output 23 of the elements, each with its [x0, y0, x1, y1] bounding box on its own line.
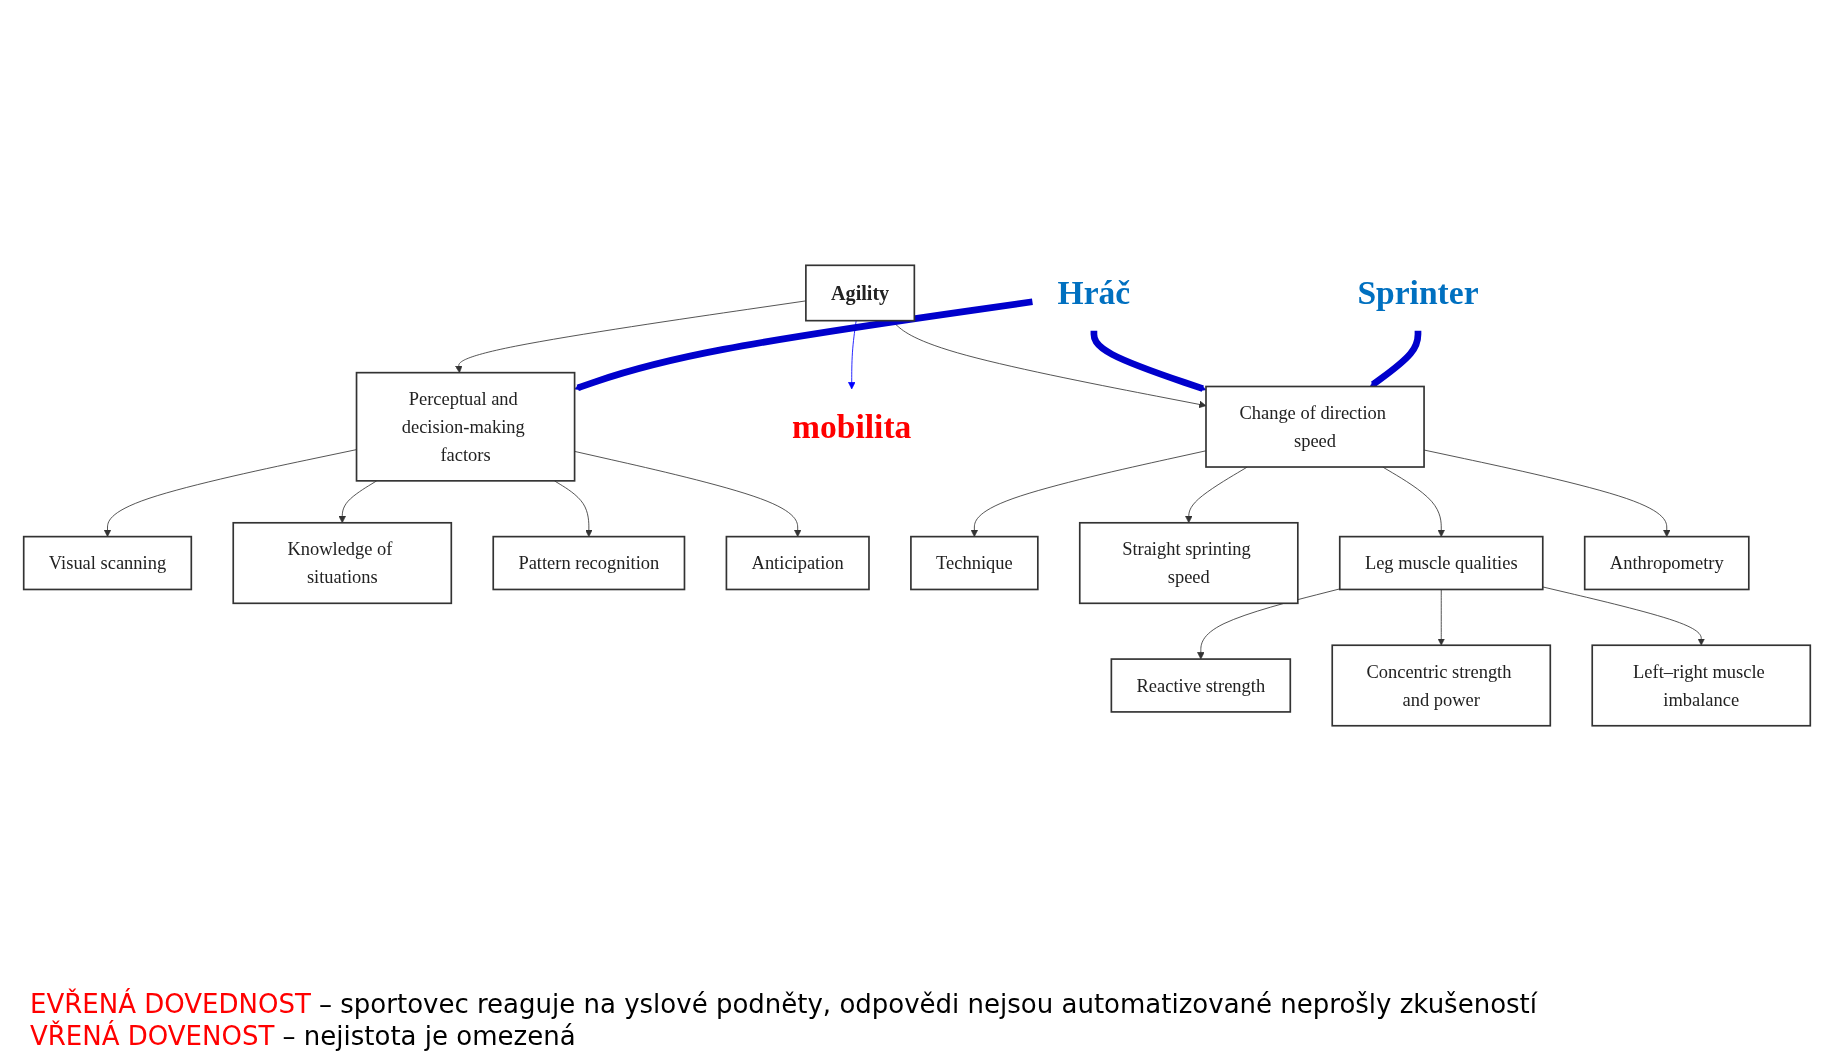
node-box: Pattern recognition: [492, 535, 686, 591]
arrow: [1369, 330, 1422, 388]
node-text: Hráč: [1057, 273, 1131, 312]
node-box: Reactive strength: [1110, 658, 1292, 713]
node-box: Visual scanning: [22, 535, 193, 591]
node-box: Left–right muscle imbalance: [1591, 644, 1812, 727]
note-text: – nejistota je omezená: [282, 1021, 576, 1051]
node-box: Anticipation: [725, 535, 870, 591]
node-box: Leg muscle qualities: [1338, 535, 1544, 591]
node-box: Concentric strength and power: [1331, 644, 1552, 727]
arrow: [1090, 330, 1207, 392]
node-box: Agility: [805, 264, 916, 322]
node-box: Straight sprinting speed: [1078, 521, 1299, 605]
node-text: mobilita: [792, 407, 912, 446]
note-text: – sportovec reaguje na yslové podněty, odpovědi nejsou automatizované neprošly zkušeností: [319, 989, 1537, 1019]
node-box: Perceptual and decision-making factors: [355, 371, 576, 482]
node-box: Anthropometry: [1583, 535, 1750, 591]
note-heading: EVŘENÁ DOVEDNOST: [30, 989, 311, 1019]
note-heading: VŘENÁ DOVENOST: [30, 1021, 275, 1051]
node-box: Change of direction speed: [1205, 385, 1425, 468]
node-box: Knowledge of situations: [232, 521, 453, 605]
node-text: Sprinter: [1357, 273, 1479, 312]
node-box: Technique: [910, 535, 1039, 591]
